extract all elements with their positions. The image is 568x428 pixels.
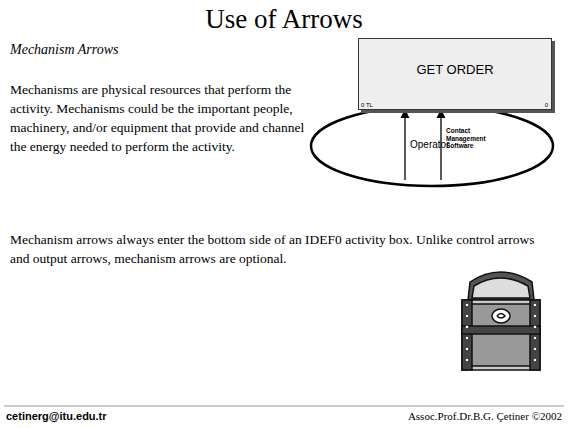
highlight-ellipse: [311, 106, 553, 186]
treasure-chest: [462, 272, 540, 370]
node-number: 0: [545, 102, 548, 108]
footer-rule: [4, 406, 564, 407]
footer-author: Assoc.Prof.Dr.B.G. Çetiner ©2002: [330, 410, 562, 422]
footer-email: cetinerg@itu.edu.tr: [6, 410, 206, 422]
mechanism-arrow: [404, 110, 405, 180]
mechanism-arrow: [440, 110, 441, 180]
section-heading: Mechanism Arrows: [10, 42, 260, 58]
body-text: Mechanism arrows always enter the bottom…: [10, 230, 555, 268]
body-text: Mechanisms are physical resources that p…: [10, 80, 310, 156]
node-number: 0 TL: [361, 102, 373, 108]
activity-box: GET ORDER 0 TL 0: [358, 38, 552, 110]
slide-title: Use of Arrows: [0, 4, 568, 35]
activity-name: GET ORDER: [416, 62, 493, 77]
mechanism-label: Contact Management Software: [446, 127, 492, 150]
mechanism-label: Operator: [410, 139, 438, 150]
